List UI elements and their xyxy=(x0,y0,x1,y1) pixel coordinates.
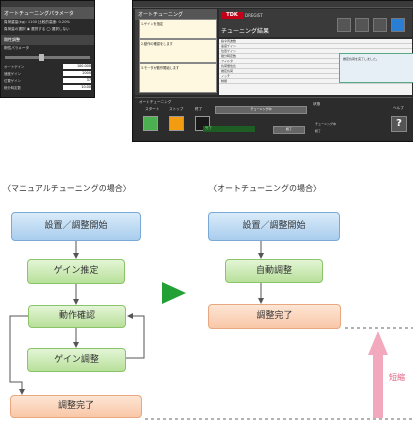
table-row: 推定負荷 xyxy=(219,69,412,74)
manual-step-operation-check: 動作確認 xyxy=(28,305,126,328)
control-title: オートチューニング xyxy=(139,100,172,104)
manual-step-start: 設置／調整開始 xyxy=(11,212,141,241)
start-button[interactable] xyxy=(143,116,158,131)
options-label[interactable]: 負荷量の選択 ◉ 選択する ◯ 選択しない xyxy=(4,27,70,31)
results-title: チューニング結果 xyxy=(221,28,270,35)
manual-step-gain-adjust: ゲイン調整 xyxy=(27,348,126,372)
table-row: フィルタ xyxy=(219,59,412,64)
table-row: 位置ゲイン xyxy=(219,49,412,54)
help-icon[interactable]: ? xyxy=(391,116,407,132)
table-row: ノッチ xyxy=(219,74,412,79)
param-label: 位置ゲイン xyxy=(4,79,21,83)
param-label: 積分時定数 xyxy=(4,86,21,90)
save-icon[interactable] xyxy=(373,18,387,32)
window-titlebar xyxy=(133,1,413,8)
table-row: 積分時定数 xyxy=(219,54,412,59)
shorten-arrow-icon xyxy=(368,331,388,418)
param-value-field[interactable]: 100.000 xyxy=(63,64,91,69)
radio-item[interactable]: チューニング中 xyxy=(315,122,337,126)
manual-step-complete: 調整完了 xyxy=(10,395,142,418)
help-label: ヘルプ xyxy=(393,106,404,110)
header-text: 負荷重量(kg): 1100 比較的高速: 0.20% xyxy=(4,20,70,24)
sub-title: 剛性調整 xyxy=(1,35,94,45)
manual-step-gain-estimate: ゲイン推定 xyxy=(27,259,125,284)
instruction-box: 3.モータが動作開始します xyxy=(139,63,217,93)
auto-tuning-panel: オートチューニング 1.ゲインを指定 2.動作の確認をします 3.モータが動作開… xyxy=(135,9,217,95)
param-row: 位置ゲイン 37 xyxy=(1,77,94,84)
param-row: 積分時定数 10.00 xyxy=(1,84,94,91)
param-row: オートゲイン 100.000 xyxy=(1,63,94,70)
auto-tuning-screenshot: オートチューニング 1.ゲインを指定 2.動作の確認をします 3.モータが動作開… xyxy=(132,0,413,142)
auto-section-label: 〈オートチューニングの場合〉 xyxy=(209,184,321,193)
folder-icon[interactable] xyxy=(337,18,351,32)
results-table: 指令周波数 速度ゲイン 位置ゲイン 積分時定数 フィルタ 負荷慣性比 推定負荷 … xyxy=(219,39,413,95)
table-row: 速度ゲイン xyxy=(219,44,412,49)
panel-title: オートチューニング xyxy=(135,9,217,20)
tuning-progress-bar: チューニング中 xyxy=(215,106,307,114)
manual-bypass-arrow xyxy=(9,315,28,395)
chart-icon[interactable] xyxy=(355,18,369,32)
instruction-box: 2.動作の確認をします xyxy=(139,39,217,63)
play-arrow-icon xyxy=(162,282,186,304)
info-popup: 推定負荷を完了しました。 xyxy=(339,53,413,83)
auto-step-auto-adjust: 自動調整 xyxy=(225,259,323,283)
param-row: 速度ゲイン 2000 xyxy=(1,70,94,77)
parameter-title: オートチューニングパラメータ xyxy=(1,8,94,19)
slider-knob[interactable] xyxy=(39,54,44,61)
table-row: 指令周波数 xyxy=(219,39,412,44)
table-row: 制振 xyxy=(219,79,412,84)
brand-logo: TDK xyxy=(221,12,243,19)
end-label: 終了 xyxy=(195,107,203,111)
slider-label: 剛性パラメータ xyxy=(4,46,30,50)
manual-tuning-screenshot: オートチューニングパラメータ 負荷重量(kg): 1100 比較的高速: 0.2… xyxy=(0,0,95,98)
instruction-box: 1.ゲインを指定 xyxy=(139,19,217,39)
result-button[interactable]: 終了 xyxy=(273,126,305,134)
shorten-label: 短縮 xyxy=(389,373,405,382)
auto-step-complete: 調整完了 xyxy=(208,304,341,329)
param-value-field[interactable]: 2000 xyxy=(63,71,91,76)
window-titlebar xyxy=(1,1,94,8)
settings-icon[interactable] xyxy=(391,18,405,32)
table-row: 負荷慣性比 xyxy=(219,64,412,69)
brand-sub: DREGIST xyxy=(245,13,263,18)
start-label: スタート xyxy=(145,107,160,111)
state-label: 状態 xyxy=(313,102,321,106)
stop-label: ストップ xyxy=(169,107,184,111)
radio-item[interactable]: 終了 xyxy=(315,129,322,133)
param-label: 速度ゲイン xyxy=(4,72,21,76)
rigidity-slider[interactable] xyxy=(5,54,90,61)
control-bar: オートチューニング スタート ストップ 終了 チューニング中 状態 完了 終了 … xyxy=(135,97,412,140)
param-value-field[interactable]: 37 xyxy=(63,78,91,83)
stop-button[interactable] xyxy=(169,116,184,131)
auto-step-start: 設置／調整開始 xyxy=(208,212,340,241)
status-indicator: 完了 xyxy=(203,126,255,132)
manual-section-label: 〈マニュアルチューニングの場合〉 xyxy=(3,184,131,193)
results-header: TDK DREGIST チューニング結果 xyxy=(219,9,412,37)
manual-loop-arrow xyxy=(126,313,145,359)
param-value-field[interactable]: 10.00 xyxy=(63,85,91,90)
param-label: オートゲイン xyxy=(4,65,25,69)
